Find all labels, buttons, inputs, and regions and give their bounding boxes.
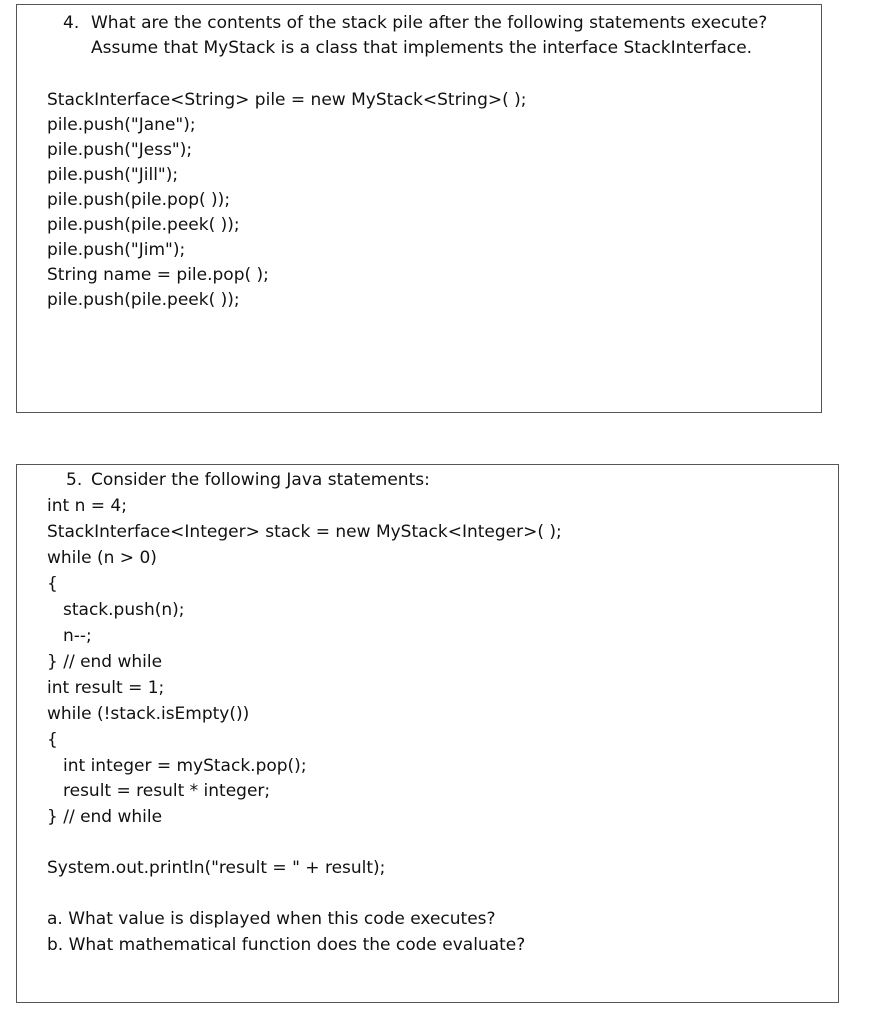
q5-code-line: result = result * integer; [63, 781, 271, 801]
q4-code-line: pile.push(pile.pop( )); [47, 190, 231, 210]
question-5-box: 5. Consider the following Java statement… [16, 464, 839, 1003]
q4-prompt-line1: What are the contents of the stack pile … [91, 13, 768, 33]
q4-prompt-line2: Assume that MyStack is a class that impl… [91, 38, 753, 58]
q4-code-line: pile.push(pile.peek( )); [47, 290, 240, 310]
q5-code-line: while (n > 0) [47, 548, 157, 568]
q5-code-line: while (!stack.isEmpty()) [47, 704, 250, 724]
q5-code-line: int integer = myStack.pop(); [63, 756, 307, 776]
q4-code-line: pile.push("Jim"); [47, 240, 186, 260]
q5-number: 5. [66, 470, 83, 490]
q5-code-line: System.out.println("result = " + result)… [47, 858, 386, 878]
q5-code-line: int n = 4; [47, 496, 127, 516]
q4-code-line: pile.push(pile.peek( )); [47, 215, 240, 235]
q5-sub-question-a: a. What value is displayed when this cod… [47, 909, 496, 929]
q5-code-line: StackInterface<Integer> stack = new MySt… [47, 522, 562, 542]
q4-code-line: pile.push("Jane"); [47, 115, 196, 135]
q4-code-line: StackInterface<String> pile = new MyStac… [47, 90, 527, 110]
q5-prompt: Consider the following Java statements: [91, 470, 430, 490]
q5-sub-question-b: b. What mathematical function does the c… [47, 935, 526, 955]
q5-code-line: } // end while [47, 807, 163, 827]
q5-code-line: int result = 1; [47, 678, 165, 698]
q4-number: 4. [63, 13, 80, 33]
q4-code-line: pile.push("Jill"); [47, 165, 179, 185]
q5-code-line: { [47, 730, 58, 750]
question-4-box: 4. What are the contents of the stack pi… [16, 4, 822, 413]
q5-code-line: n--; [63, 626, 92, 646]
q4-code-line: pile.push("Jess"); [47, 140, 193, 160]
q5-code-line: stack.push(n); [63, 600, 185, 620]
q5-code-line: { [47, 574, 58, 594]
q4-code-line: String name = pile.pop( ); [47, 265, 269, 285]
q5-code-line: } // end while [47, 652, 163, 672]
